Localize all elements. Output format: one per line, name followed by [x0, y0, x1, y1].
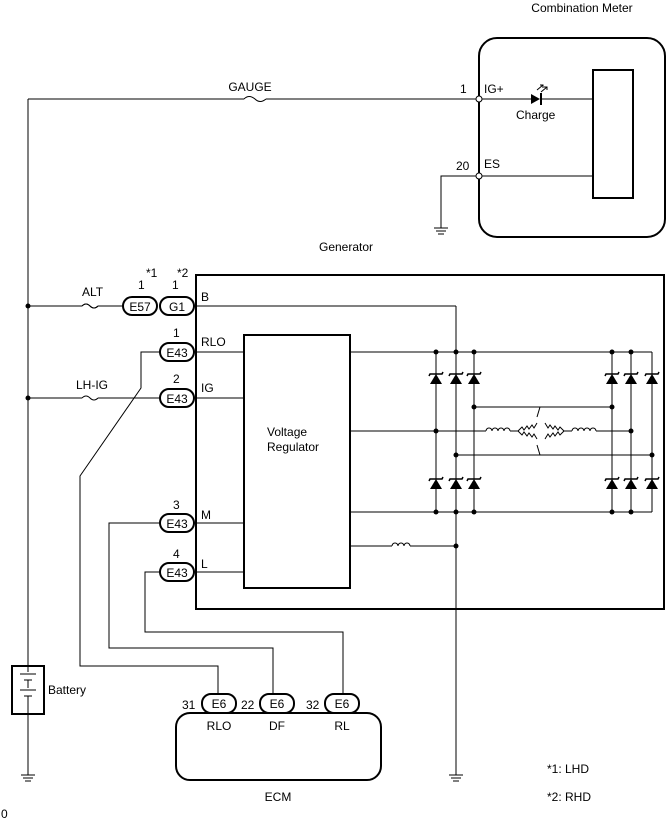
- connector-e57: [122, 296, 158, 316]
- charge-lamp-icon: [531, 84, 548, 105]
- meter-pin-1-num: 1: [460, 82, 467, 96]
- gen-pin-3-num: 3: [173, 498, 180, 512]
- m-wire: [108, 522, 274, 694]
- connector-g1-label: G1: [169, 300, 185, 314]
- ecm-pin-32-name: RL: [334, 719, 350, 733]
- gen-pin-1-name: RLO: [201, 335, 226, 349]
- ecm-label: ECM: [265, 790, 292, 804]
- b-rhd-num: 1: [172, 278, 179, 292]
- gauge-fuse-label: GAUGE: [228, 80, 271, 94]
- ground-icon: [21, 774, 35, 782]
- voltage-regulator-label-2: Regulator: [267, 440, 319, 454]
- connector-e57-label: E57: [129, 300, 151, 314]
- battery-label: Battery: [48, 683, 86, 697]
- connector-e6-22: [259, 693, 295, 714]
- meter-pin-1-name: IG+: [484, 82, 504, 96]
- gen-pin-2-name: IG: [201, 381, 214, 395]
- rectifier-bridge: [350, 349, 660, 515]
- connector-e6-32: [324, 693, 360, 714]
- ecm-pin-31-name: RLO: [207, 719, 232, 733]
- gen-pin-4-num: 4: [173, 547, 180, 561]
- combination-meter-box: [478, 37, 666, 238]
- alt-fuse: [81, 303, 99, 309]
- voltage-regulator-label-1: Voltage: [267, 425, 307, 439]
- generator-box: [195, 274, 665, 610]
- note-lhd: *1: LHD: [547, 762, 589, 776]
- b-lhd-num: 1: [138, 278, 145, 292]
- combination-meter-title: Combination Meter: [531, 1, 632, 15]
- page-mark: 0: [1, 807, 8, 820]
- meter-display-block: [592, 69, 634, 199]
- b-terminal-name: B: [201, 290, 209, 304]
- lh-ig-fuse-label: LH-IG: [76, 378, 108, 392]
- ecm-pin-22-num: 22: [241, 698, 255, 712]
- meter-pin-20-name: ES: [484, 157, 500, 171]
- charge-lamp-label: Charge: [516, 108, 556, 122]
- connector-e6-31: [201, 693, 237, 714]
- ground-icon: [449, 774, 463, 782]
- meter-pin-20-num: 20: [456, 159, 470, 173]
- connector-e6-31-label: E6: [212, 697, 227, 711]
- ecm-pin-31-num: 31: [182, 698, 196, 712]
- ecm-pin-32-num: 32: [306, 698, 320, 712]
- connector-e43-1-label: E43: [166, 346, 188, 360]
- gauge-fuse: [243, 96, 267, 102]
- ecm-pin-22-name: DF: [269, 719, 285, 733]
- note-rhd: *2: RHD: [547, 790, 591, 804]
- connector-e43-2-label: E43: [166, 392, 188, 406]
- ground-icon: [434, 227, 448, 235]
- gen-pin-1-num: 1: [173, 326, 180, 340]
- b-rhd-mark: *2: [177, 266, 189, 280]
- l-wire: [144, 571, 344, 694]
- field-coil: [391, 542, 411, 547]
- gen-pin-3-name: M: [201, 508, 211, 522]
- connector-e43-3-label: E43: [166, 517, 188, 531]
- rlo-wire: [79, 351, 219, 694]
- b-lhd-mark: *1: [146, 266, 158, 280]
- voltage-regulator-box: [243, 334, 351, 589]
- generator-title: Generator: [319, 240, 373, 254]
- connector-e6-32-label: E6: [335, 697, 350, 711]
- alt-fuse-label: ALT: [82, 285, 104, 299]
- lh-ig-fuse: [81, 395, 99, 401]
- gen-pin-4-name: L: [201, 557, 208, 571]
- connector-e6-22-label: E6: [270, 697, 285, 711]
- gen-pin-2-num: 2: [173, 372, 180, 386]
- connector-e43-4-label: E43: [166, 566, 188, 580]
